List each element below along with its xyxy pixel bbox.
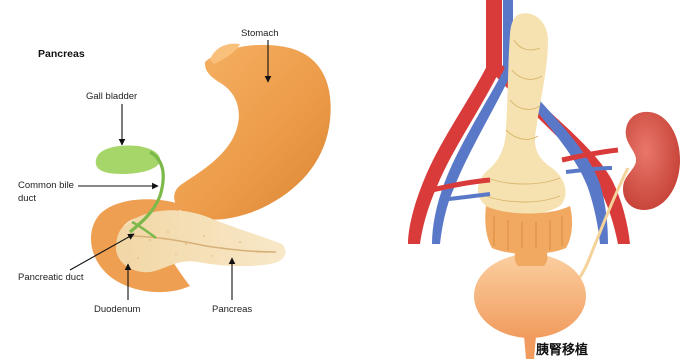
- pancreatic-duct-label: Pancreatic duct: [18, 272, 84, 283]
- gall-bladder-shape: [96, 146, 161, 174]
- kidney-shape: [623, 112, 680, 210]
- common-bile-duct-label-2: duct: [18, 193, 36, 204]
- stomach-label: Stomach: [241, 28, 279, 39]
- transplant-diagram: 胰腎移植: [408, 0, 680, 359]
- stomach-shape: [174, 45, 331, 220]
- gall-bladder-label: Gall bladder: [86, 91, 137, 102]
- urethra: [524, 336, 536, 359]
- pancreas-label: Pancreas: [212, 304, 252, 315]
- pancreas-title: Pancreas: [38, 48, 85, 60]
- pancreas-anatomy-diagram: Pancreas Stomach Gall bladder Common bil…: [18, 28, 331, 315]
- aorta-upper: [486, 0, 502, 70]
- bladder-shape: [474, 254, 586, 338]
- duodenum-label: Duodenum: [94, 304, 141, 315]
- transplant-caption: 胰腎移植: [536, 342, 588, 358]
- common-bile-duct-label: Common bile: [18, 180, 74, 191]
- bladder-neck: [515, 248, 548, 266]
- pancreas-shape: [116, 210, 286, 272]
